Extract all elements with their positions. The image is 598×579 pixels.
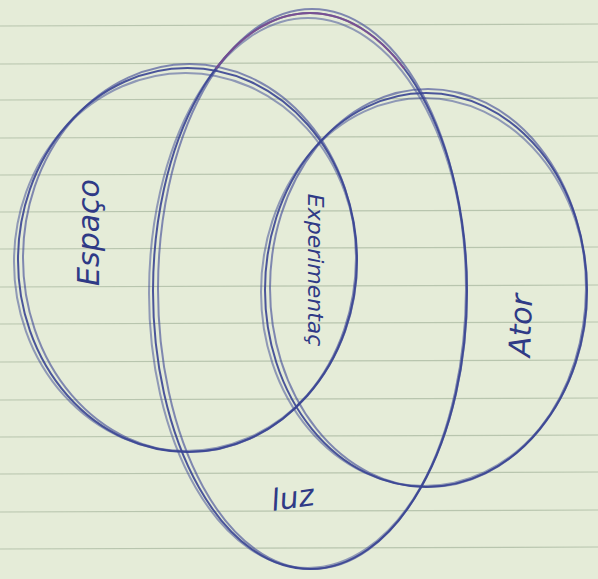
circle-label: Ator xyxy=(502,293,537,357)
pen-stroke xyxy=(149,18,467,568)
circle-label: Espaço xyxy=(71,179,104,286)
pen-stroke xyxy=(261,98,587,486)
pen-stroke xyxy=(270,89,586,487)
pen-stroke xyxy=(216,13,404,69)
pen-stroke xyxy=(158,9,466,569)
overlap-label: Experimentaç xyxy=(303,194,327,347)
pen-stroke xyxy=(23,64,356,452)
circle-label: luz xyxy=(268,478,315,517)
